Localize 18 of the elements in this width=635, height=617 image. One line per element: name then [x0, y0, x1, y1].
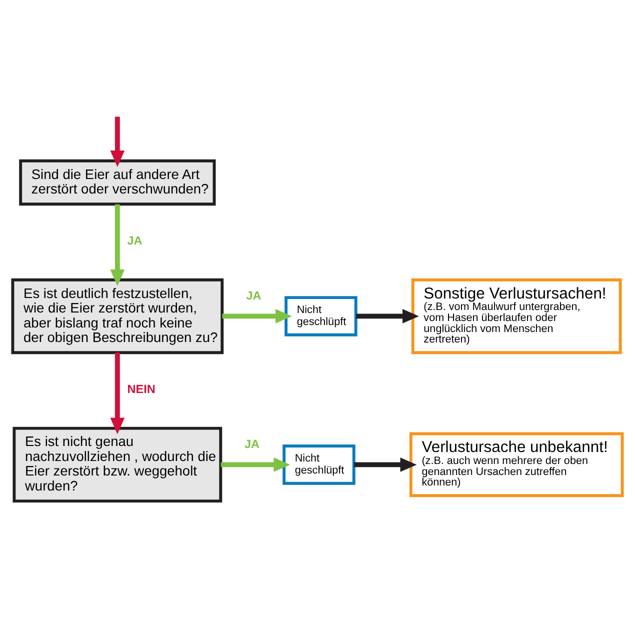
node-box: Sonstige Verlustursachen! (z.B. vom Maulwurf untergraben, vom Hasen überlaufen oder unglücklich vom Menschen zertreten)	[411, 278, 622, 354]
edge-label: JA	[246, 290, 262, 303]
arrow	[356, 309, 419, 324]
arrow	[110, 204, 125, 286]
edge-label: NEIN	[127, 383, 156, 396]
node-box: Es ist nicht genau nachzuvollziehen , wodurch die Eier zerstört bzw. weggeholt wurden?	[12, 426, 222, 503]
node-box: Es ist deutlich festzustellen, wie die Eier zerstört wurden, aber bislang traf noch keine der obigen Beschreibungen zu?	[11, 278, 224, 354]
node-box: Nicht geschlüpft	[284, 296, 358, 336]
edge-label: JA	[127, 234, 142, 248]
node-box: Verlustursache unbekannt! (z.B. auch wenn mehrere der oben genannten Ursachen zutreffen können)	[409, 432, 624, 498]
arrow	[354, 458, 417, 472]
edge-label: JA	[244, 438, 260, 452]
arrow	[110, 116, 125, 167]
node-box: Sind die Eier auf andere Art zerstört oder verschwunden?	[19, 159, 216, 206]
node-box: Nicht geschlüpft	[282, 444, 356, 485]
arrow	[110, 352, 125, 434]
arrow	[220, 458, 290, 472]
arrow	[222, 309, 292, 324]
